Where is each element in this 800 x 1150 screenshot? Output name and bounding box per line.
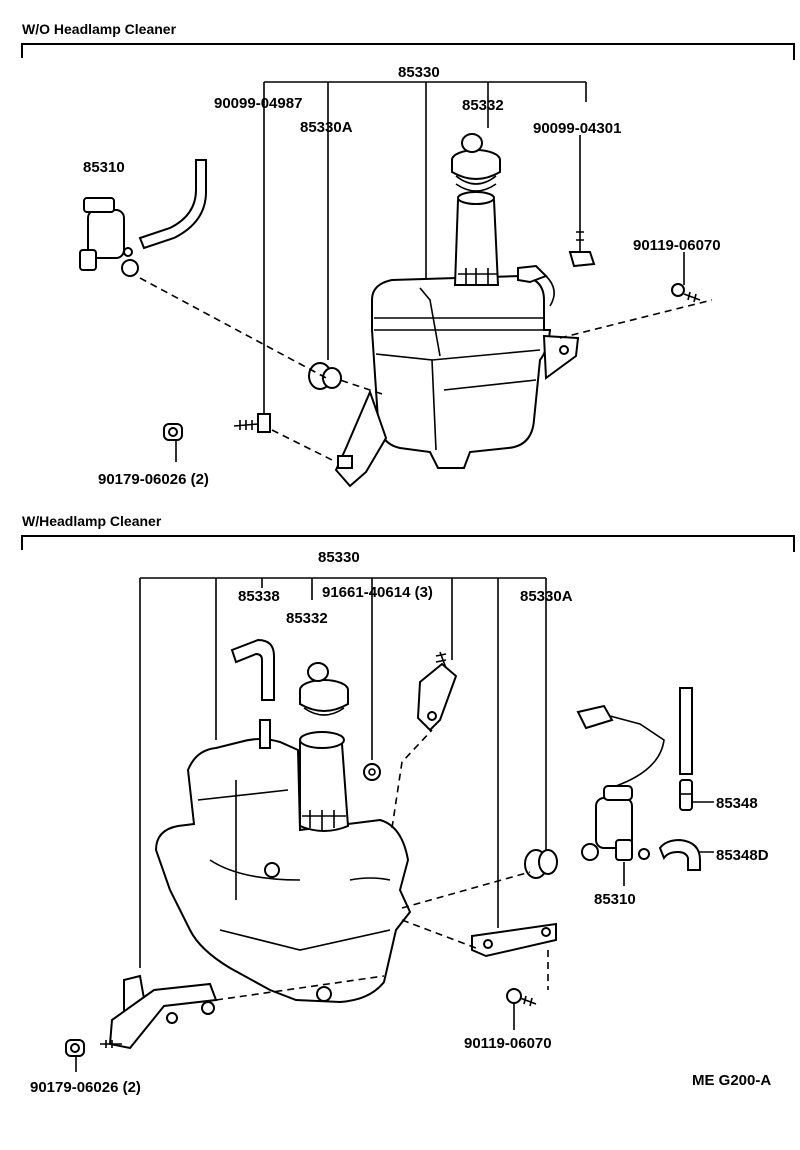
bracket-upper (416, 651, 458, 732)
bracket-lower-right (471, 922, 557, 958)
label-91661-40614: 91661-40614 (3) (322, 584, 433, 601)
grommet-bottom (524, 849, 558, 879)
bolt-90119-06070-top (671, 283, 701, 303)
label-85310-bottom: 85310 (594, 891, 636, 908)
nut-90179-06026-bottom (65, 1039, 85, 1057)
section-bracket-bottom (21, 535, 795, 552)
label-85348D: 85348D (716, 847, 769, 864)
label-85338: 85338 (238, 588, 280, 605)
label-90179-06026-bottom: 90179-06026 (2) (30, 1079, 141, 1096)
washer-pump-top (79, 197, 139, 277)
bolt-90119-06070-bottom (506, 988, 537, 1007)
assembly-lines-bottom (215, 729, 549, 1001)
label-85330-top: 85330 (398, 64, 440, 81)
label-90099-04301: 90099-04301 (533, 120, 621, 137)
hose-85338 (230, 638, 275, 701)
bolt-90099-04301 (568, 225, 596, 268)
label-85330A-top: 85330A (300, 119, 353, 136)
bolt-90099-04987 (233, 413, 271, 433)
nut-90179-06026-top (163, 423, 183, 441)
label-85330-bottom: 85330 (318, 549, 360, 566)
hose-top (138, 159, 207, 250)
bracket-lower-left (100, 974, 218, 1050)
tank-cap-bottom (299, 662, 349, 716)
leaders-bottom-misc (75, 801, 714, 1072)
grommet-top (308, 362, 342, 390)
leader-85330-top (263, 81, 587, 420)
label-85310-top: 85310 (83, 159, 125, 176)
washer-pump-bottom (576, 704, 665, 861)
leader-85330-bottom (139, 577, 547, 968)
section-bracket-top (21, 43, 795, 60)
washer-tank-bottom (154, 719, 412, 1004)
label-85332-top: 85332 (462, 97, 504, 114)
hose-85348D (658, 838, 701, 871)
label-90099-04987: 90099-04987 (214, 95, 302, 112)
label-85330A-bottom: 85330A (520, 588, 573, 605)
label-90119-06070-bottom: 90119-06070 (464, 1035, 552, 1052)
grommet-91661-40614 (363, 763, 381, 781)
section-title-with-headlamp-cleaner: W/Headlamp Cleaner (22, 513, 162, 529)
label-85348: 85348 (716, 795, 758, 812)
label-90179-06026-top: 90179-06026 (2) (98, 471, 209, 488)
section-title-without-headlamp-cleaner: W/O Headlamp Cleaner (22, 21, 177, 37)
tank-cap-top (451, 133, 501, 192)
label-85332-bottom: 85332 (286, 610, 328, 627)
washer-tank-top (334, 190, 580, 488)
hose-85348 (679, 687, 693, 811)
diagram-code: ME G200-A (692, 1072, 771, 1089)
label-90119-06070-top: 90119-06070 (633, 237, 721, 254)
